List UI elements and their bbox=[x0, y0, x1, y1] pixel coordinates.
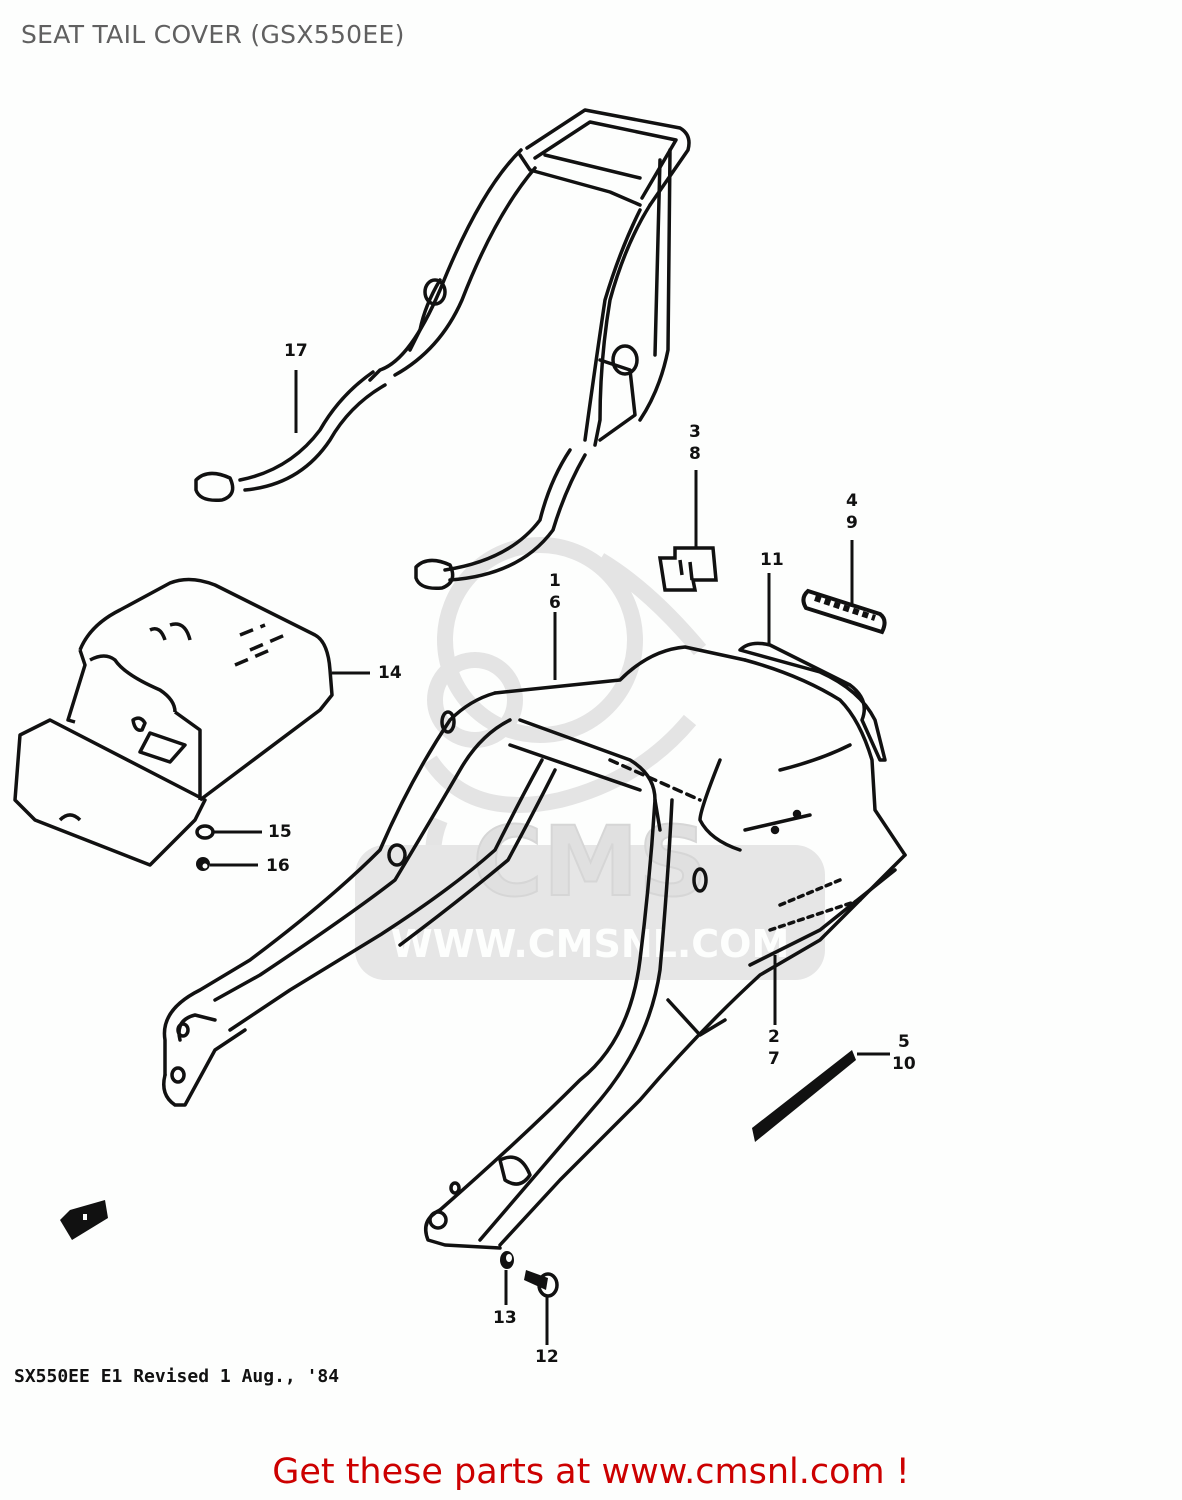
nut-drawing[interactable] bbox=[196, 857, 258, 871]
callout-13[interactable]: 13 bbox=[493, 1308, 517, 1328]
callout-10: 10 bbox=[892, 1054, 916, 1074]
watermark-url: WWW.CMSNL.COM bbox=[391, 922, 790, 966]
callout-8: 8 bbox=[689, 444, 701, 464]
callout-2-7[interactable]: 2 7 bbox=[768, 1026, 780, 1070]
callout-17[interactable]: 17 bbox=[284, 341, 308, 361]
callout-5: 5 bbox=[898, 1032, 910, 1052]
callout-7: 7 bbox=[768, 1049, 780, 1069]
seat-tail-cover-drawing[interactable] bbox=[162, 641, 907, 1250]
callout-9: 9 bbox=[846, 513, 858, 533]
callout-15[interactable]: 15 bbox=[268, 822, 292, 842]
callout-1: 1 bbox=[549, 571, 561, 591]
badge-plate-drawing[interactable] bbox=[801, 588, 887, 635]
callout-4-9[interactable]: 4 9 bbox=[846, 490, 858, 534]
callout-16[interactable]: 16 bbox=[266, 856, 290, 876]
callout-12[interactable]: 12 bbox=[535, 1347, 559, 1367]
emblem-drawing[interactable] bbox=[657, 546, 718, 592]
callout-11[interactable]: 11 bbox=[760, 550, 784, 570]
callout-5-10[interactable]: 5 10 bbox=[892, 1031, 916, 1075]
callout-1-6[interactable]: 1 6 bbox=[549, 570, 561, 614]
callout-3-8[interactable]: 3 8 bbox=[689, 421, 701, 465]
tail-light-box-drawing[interactable] bbox=[13, 577, 334, 867]
promo-link[interactable]: Get these parts at www.cmsnl.com ! bbox=[272, 1452, 910, 1492]
screw-drawing[interactable] bbox=[524, 1270, 559, 1345]
side-tape-drawing[interactable] bbox=[752, 1050, 856, 1142]
callout-4: 4 bbox=[846, 491, 858, 511]
front-arrow-icon bbox=[60, 1200, 108, 1240]
diagram-title: SEAT TAIL COVER (GSX550EE) bbox=[21, 20, 405, 49]
callout-2: 2 bbox=[768, 1027, 780, 1047]
washer-drawing[interactable] bbox=[195, 824, 262, 840]
callout-3: 3 bbox=[689, 422, 701, 442]
callout-6: 6 bbox=[549, 593, 561, 613]
cushion-drawing[interactable] bbox=[500, 1251, 514, 1305]
revision-note: SX550EE E1 Revised 1 Aug., '84 bbox=[14, 1366, 340, 1387]
carrier-rack-drawing[interactable] bbox=[194, 108, 691, 591]
callout-14[interactable]: 14 bbox=[378, 663, 402, 683]
